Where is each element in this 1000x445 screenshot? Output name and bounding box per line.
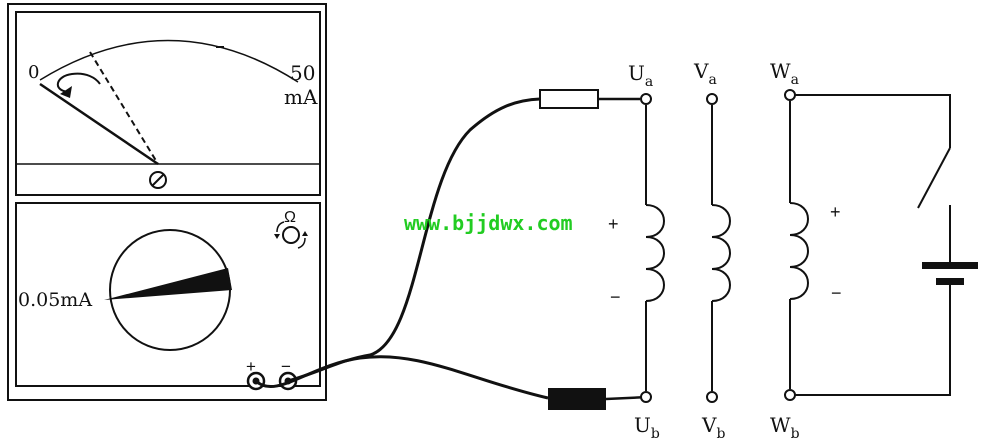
u-minus-mark: − xyxy=(610,287,621,307)
w-minus-mark: − xyxy=(831,283,842,303)
ohm-symbol: Ω xyxy=(284,209,296,226)
label-va: Va xyxy=(693,59,717,88)
terminal-wb xyxy=(784,389,796,401)
plus-jack-label: + xyxy=(246,357,256,376)
knife-switch-icon[interactable] xyxy=(917,147,951,209)
battery-switch-circuit xyxy=(795,94,978,396)
deflection-arrow-icon xyxy=(57,72,101,98)
ohm-adjust-knob-icon[interactable] xyxy=(274,221,308,249)
winding-u-coil xyxy=(645,204,665,302)
terminal-wa xyxy=(784,89,796,101)
minus-jack-label: − xyxy=(281,357,291,376)
winding-u xyxy=(640,93,665,403)
label-vb: Vb xyxy=(701,413,725,442)
meter-needle-deflection xyxy=(89,51,159,165)
multimeter: 0 50 mA Ω 0.05mA + − xyxy=(7,3,327,401)
meter-outer-case xyxy=(7,3,327,401)
terminal-va xyxy=(706,93,718,105)
plus-test-lead xyxy=(254,355,549,400)
meter-control-panel xyxy=(15,202,321,387)
label-ub: Ub xyxy=(634,413,660,442)
battery-long-plate xyxy=(922,262,978,269)
test-leads xyxy=(254,89,649,410)
terminal-vb xyxy=(706,391,718,403)
minus-probe-clip xyxy=(539,89,599,109)
terminal-labels: Ua Va Wa Ub Vb Wb xyxy=(628,59,800,442)
meter-scale-arc xyxy=(39,39,299,83)
battery-short-plate xyxy=(936,278,964,285)
circuit-top-wire xyxy=(795,94,951,148)
circuit-bottom-wire xyxy=(795,285,951,396)
u-plus-mark: + xyxy=(608,214,619,234)
label-wa: Wa xyxy=(770,59,799,88)
meter-needle xyxy=(39,82,159,166)
scale-unit-label: mA xyxy=(284,85,318,109)
w-plus-mark: + xyxy=(830,202,841,222)
plus-probe-clip xyxy=(548,388,606,410)
meter-display-frame xyxy=(15,11,321,196)
scale-max-label: 50 xyxy=(290,61,315,85)
label-wb: Wb xyxy=(770,413,800,442)
winding-v-coil xyxy=(711,204,731,302)
zero-adjust-screw-icon[interactable] xyxy=(149,171,167,189)
watermark-text: www.bjjdwx.com xyxy=(404,211,573,235)
terminal-ua xyxy=(640,93,652,105)
range-selector-pointer xyxy=(104,268,232,300)
scale-min-label: 0 xyxy=(28,62,39,83)
label-ua: Ua xyxy=(628,61,653,90)
winding-v xyxy=(706,93,731,403)
terminal-ub xyxy=(640,391,652,403)
range-label: 0.05mA xyxy=(18,289,92,311)
winding-w xyxy=(784,89,809,401)
winding-w-coil xyxy=(789,202,809,300)
polarity-marks: + − + − xyxy=(608,202,842,307)
